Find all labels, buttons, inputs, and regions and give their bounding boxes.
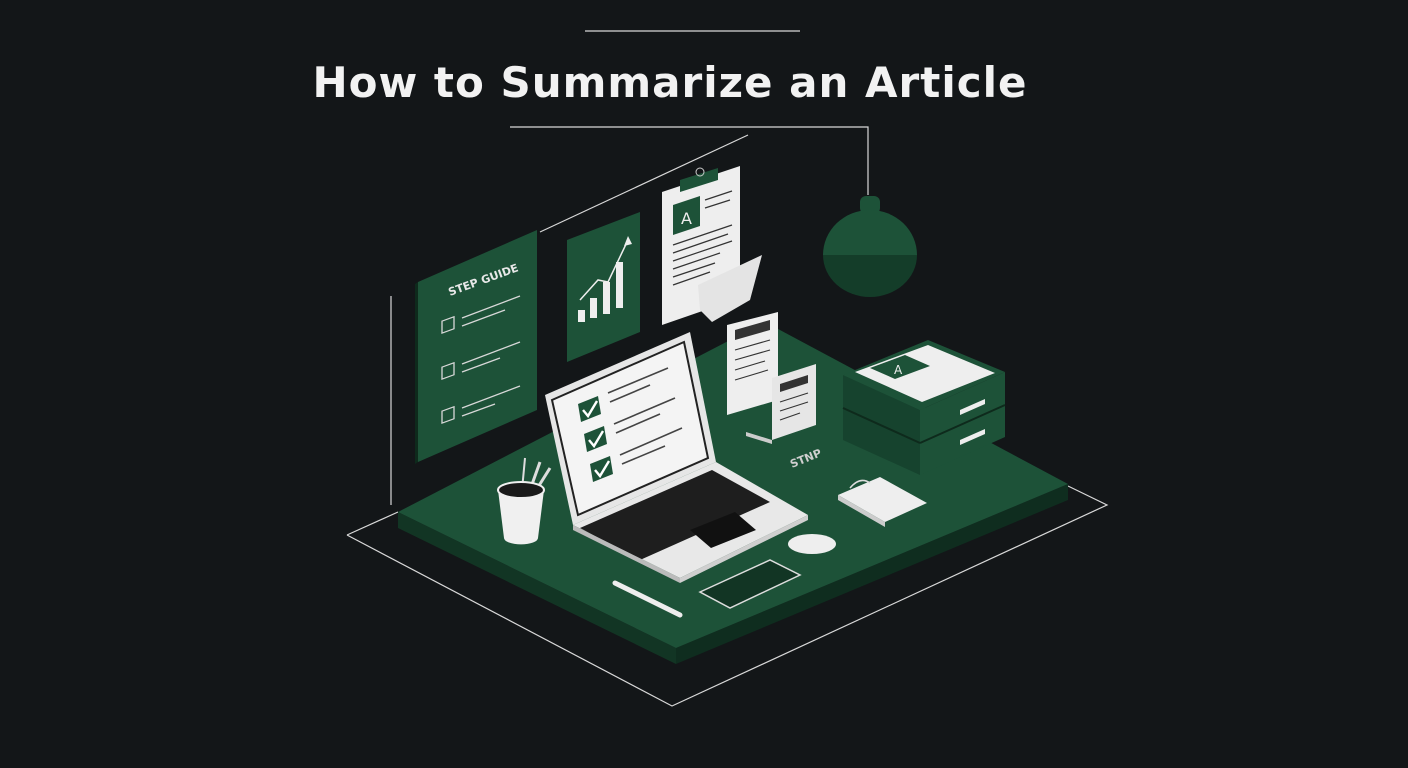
- page-title: How to Summarize an Article: [312, 58, 1028, 107]
- paper-stack: A: [842, 340, 1006, 475]
- guide-lines: [346, 30, 1109, 707]
- summary-document: A: [662, 166, 762, 325]
- pendant-lamp: [823, 196, 917, 297]
- tablet: [698, 559, 802, 609]
- document-letter: A: [681, 209, 692, 228]
- standing-cards: [727, 312, 816, 444]
- notepad: [838, 477, 927, 527]
- laptop: [545, 332, 808, 583]
- step-guide-panel: STEP GUIDE: [415, 230, 537, 464]
- growth-chart-panel: [567, 212, 640, 362]
- pen: [612, 580, 683, 618]
- pen-cup: [497, 457, 552, 545]
- mouse: [788, 534, 836, 554]
- checkbox-icons: [578, 396, 613, 482]
- stack-letter: A: [894, 363, 903, 377]
